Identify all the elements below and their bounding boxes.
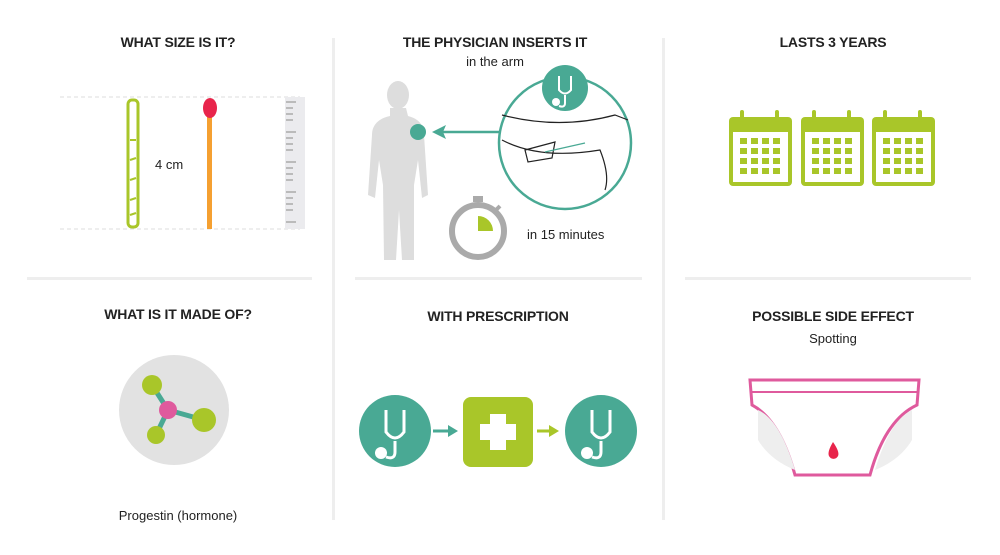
- match-icon: [203, 98, 217, 229]
- insert-subtitle: in the arm: [466, 54, 524, 69]
- size-illustration: [60, 96, 305, 230]
- insert-title: THE PHYSICIAN INSERTS IT: [402, 34, 588, 50]
- prescription-flow: [359, 395, 637, 467]
- doctor-stethoscope-icon: [359, 395, 431, 467]
- insert-duration: in 15 minutes: [527, 227, 605, 242]
- column-divider: [662, 38, 665, 520]
- molecule-illustration: [119, 355, 229, 465]
- body-silhouette-icon: [368, 81, 428, 260]
- doctor-stethoscope-icon: [565, 395, 637, 467]
- composition-caption: Progestin (hormone): [118, 508, 238, 523]
- row-divider: [685, 277, 971, 280]
- arrow-right-icon: [433, 425, 458, 437]
- insert-illustration: [368, 65, 633, 260]
- side-effect-subtitle: Spotting: [809, 331, 857, 346]
- calendar-icon: [872, 110, 935, 186]
- arrow-left-icon: [432, 125, 500, 139]
- row-divider: [355, 277, 642, 280]
- calendar-icon: [801, 110, 864, 186]
- prescription-title: WITH PRESCRIPTION: [427, 308, 569, 324]
- implant-rod-icon: [126, 98, 140, 229]
- side-effect-title: POSSIBLE SIDE EFFECT: [752, 308, 914, 324]
- arrow-right-icon: [537, 425, 559, 437]
- pharmacy-cross-icon: [463, 397, 533, 467]
- underwear-illustration: [748, 378, 921, 477]
- size-title: WHAT SIZE IS IT?: [120, 34, 236, 50]
- blood-drop-icon: [828, 442, 839, 459]
- duration-title: LASTS 3 YEARS: [779, 34, 887, 50]
- stopwatch-icon: [449, 196, 507, 260]
- arm-insertion-drawing: [501, 114, 629, 191]
- size-measure: 4 cm: [155, 157, 184, 172]
- ruler-icon: [285, 97, 305, 229]
- calendars: [729, 110, 935, 186]
- row-divider: [27, 277, 312, 280]
- stethoscope-badge-icon: [542, 65, 588, 111]
- insertion-site-marker: [410, 124, 426, 140]
- calendar-icon: [729, 110, 792, 186]
- column-divider: [332, 38, 335, 520]
- composition-title: WHAT IS IT MADE OF?: [104, 306, 252, 322]
